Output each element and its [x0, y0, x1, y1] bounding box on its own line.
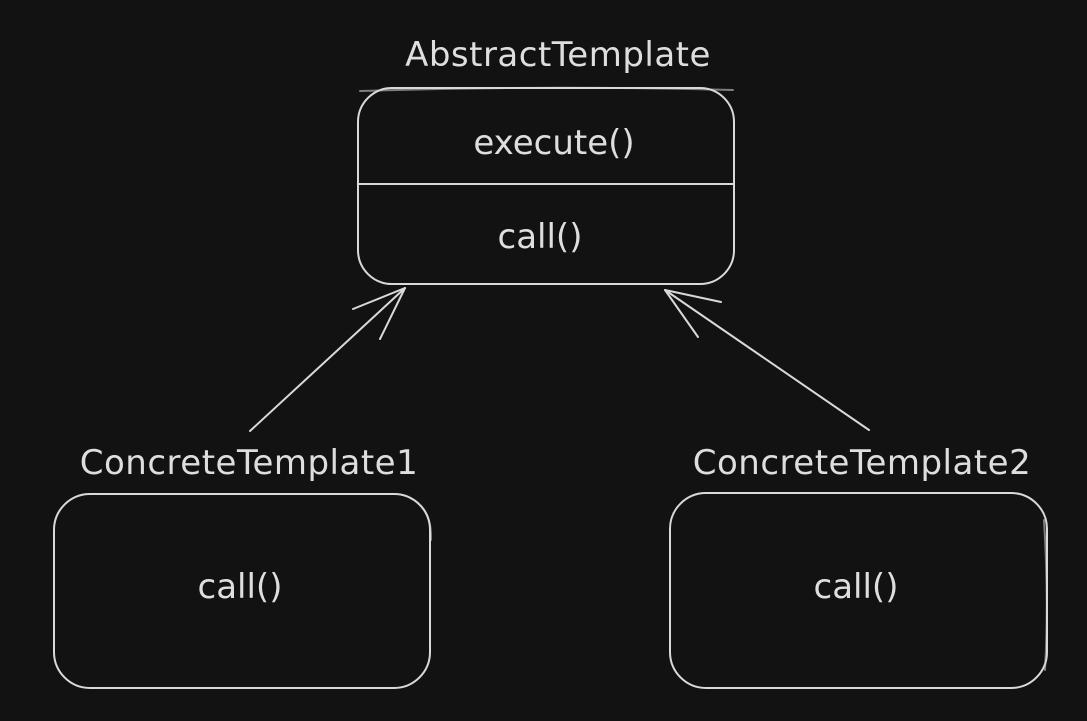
concrete-template-1-box [53, 493, 431, 689]
concrete-template-2-class[interactable]: ConcreteTemplate2 call() [669, 443, 1048, 689]
arrowhead-stroke [664, 289, 699, 338]
concrete-template-1-title: ConcreteTemplate1 [80, 443, 418, 483]
arrow-line [249, 287, 406, 432]
concrete-template-1-class[interactable]: ConcreteTemplate1 call() [53, 443, 433, 689]
sketch-overstroke [359, 86, 734, 92]
method-execute: execute() [473, 123, 634, 163]
arrowhead-stroke [379, 287, 406, 340]
abstract-template-title: AbstractTemplate [405, 35, 711, 75]
method-call: call() [498, 217, 583, 257]
inheritance-arrow-2 [664, 289, 870, 431]
sketch-overstroke [1043, 519, 1048, 671]
method-call: call() [198, 567, 283, 607]
arrow-line [664, 289, 870, 431]
arrowhead-stroke [664, 289, 722, 303]
concrete-template-2-title: ConcreteTemplate2 [693, 443, 1031, 483]
inheritance-arrow-1 [249, 287, 406, 432]
arrowhead-stroke [352, 287, 406, 310]
abstract-template-class[interactable]: AbstractTemplate execute() call() [357, 35, 735, 285]
method-call: call() [814, 567, 899, 607]
sketch-overstroke [409, 497, 433, 541]
